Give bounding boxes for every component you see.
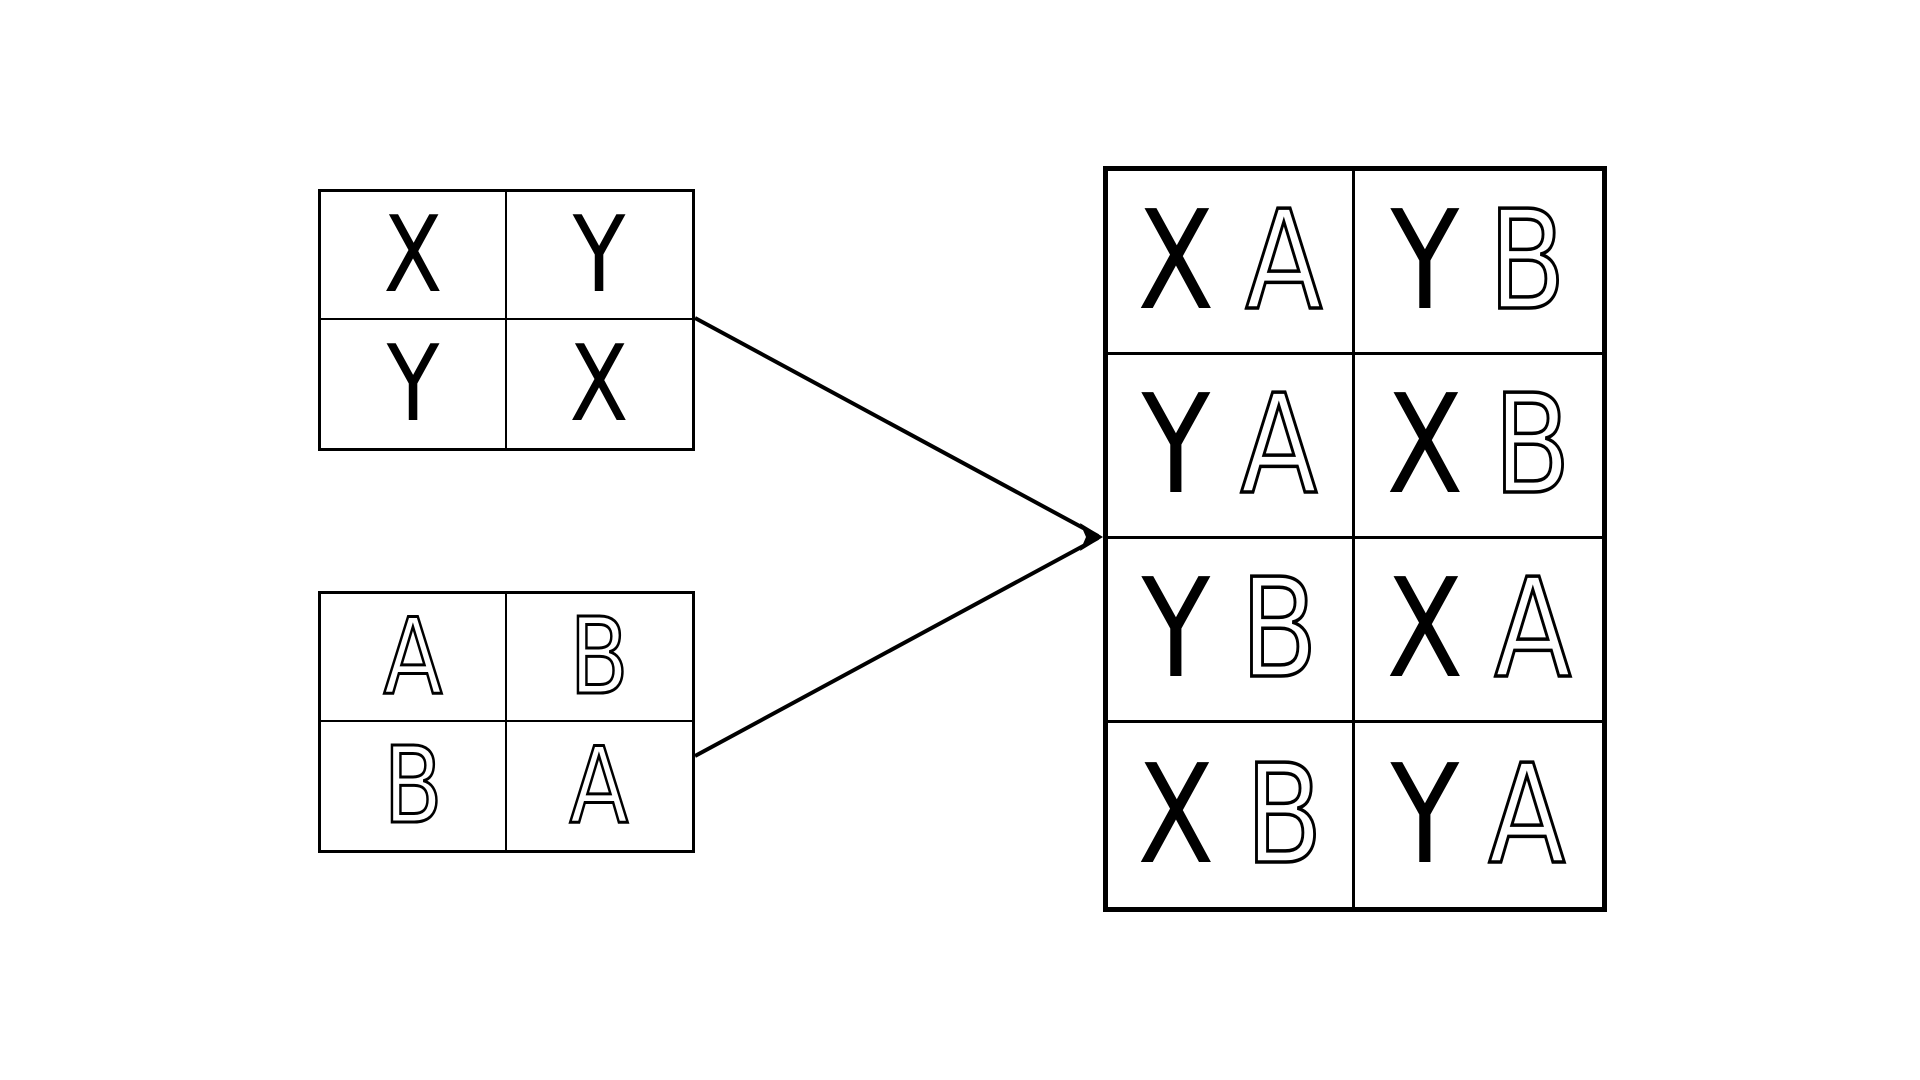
- letter-outline: B: [382, 724, 444, 847]
- grid-cell: A: [507, 722, 693, 850]
- letter-outline: A: [1493, 550, 1573, 709]
- letter-outline: B: [1239, 550, 1319, 709]
- grid-cell: B: [506, 594, 692, 722]
- grid-cell: Y: [506, 192, 692, 320]
- letter-solid: Y: [386, 322, 440, 445]
- letter-outline: A: [569, 724, 630, 847]
- arrowhead-icon: [1080, 523, 1103, 551]
- letter-outline: B: [568, 595, 630, 718]
- letter-solid: Y: [1390, 182, 1459, 341]
- letter-outline: A: [382, 595, 443, 718]
- grid-cell: B: [321, 722, 507, 850]
- arrow-line-from-xy: [694, 316, 1099, 538]
- letter-solid: X: [569, 322, 629, 445]
- grid-cell: Y: [321, 320, 507, 448]
- letter-outline: B: [1487, 182, 1567, 341]
- parent-table-ab: A B B A: [318, 591, 695, 853]
- letter-solid: Y: [1390, 735, 1459, 895]
- letter-solid: X: [1386, 550, 1464, 709]
- letter-solid: Y: [1141, 550, 1211, 709]
- letter-outline: A: [1239, 366, 1319, 525]
- grid-cell: X: [321, 192, 507, 320]
- letter-solid: X: [383, 193, 443, 316]
- letter-solid: X: [1137, 735, 1215, 895]
- grid-cell: A: [321, 594, 507, 722]
- letter-solid: X: [1386, 366, 1463, 525]
- letter-solid: Y: [1141, 366, 1211, 525]
- letter-outline: B: [1492, 366, 1572, 525]
- letter-outline: A: [1487, 735, 1567, 895]
- grid-cell: X: [507, 320, 693, 448]
- letter-solid: Y: [572, 193, 626, 316]
- parent-table-xy: X Y Y X: [318, 189, 695, 451]
- letter-solid: X: [1137, 182, 1215, 341]
- letter-outline: A: [1244, 182, 1324, 341]
- arrow-line-from-ab: [694, 536, 1099, 758]
- letter-outline: B: [1244, 735, 1324, 895]
